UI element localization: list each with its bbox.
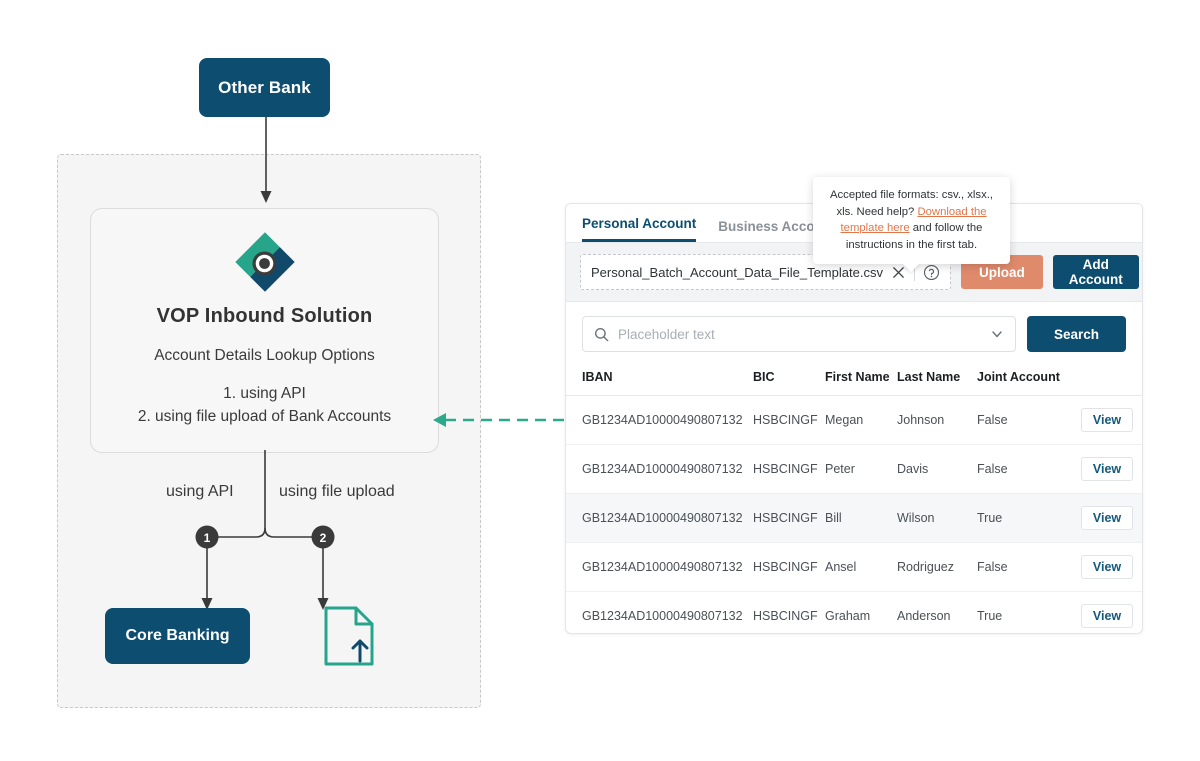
search-row: Placeholder text Search xyxy=(566,302,1142,362)
cell-first-name: Graham xyxy=(825,591,897,633)
vop-inbound-solution-card: VOP Inbound Solution Account Details Loo… xyxy=(90,208,439,453)
other-bank-label: Other Bank xyxy=(218,77,311,97)
svg-text:2: 2 xyxy=(320,531,327,545)
cell-bic: HSBCINGF xyxy=(753,493,825,543)
cell-actions: View xyxy=(1070,591,1142,633)
column-header-first-name: First Name xyxy=(825,362,897,396)
tooltip-tail xyxy=(902,263,920,272)
chevron-down-icon[interactable] xyxy=(990,327,1004,341)
cell-joint-account: True xyxy=(977,591,1070,633)
tooltip-line-1: Accepted file formats: csv., xlsx., xls. xyxy=(829,189,994,218)
cell-last-name: Wilson xyxy=(897,493,977,543)
question-circle-icon[interactable] xyxy=(923,264,940,281)
cell-actions: View xyxy=(1070,395,1142,445)
cell-actions: View xyxy=(1070,493,1142,543)
cell-iban: GB1234AD10000490807132 xyxy=(566,395,753,445)
cell-joint-account: False xyxy=(977,542,1070,592)
cell-last-name: Rodriguez xyxy=(897,542,977,592)
uploaded-file-name: Personal_Batch_Account_Data_File_Templat… xyxy=(591,264,883,280)
search-placeholder: Placeholder text xyxy=(618,326,715,342)
branch-label-file-upload: using file upload xyxy=(279,483,395,500)
download-template-link[interactable]: Download the template here xyxy=(840,205,987,235)
cell-actions: View xyxy=(1070,542,1142,592)
column-header-iban: IBAN xyxy=(566,362,753,396)
arrow-down-icon xyxy=(260,117,272,203)
view-button[interactable]: View xyxy=(1080,604,1134,628)
cell-bic: HSBCINGF xyxy=(753,395,825,445)
cell-iban: GB1234AD10000490807132 xyxy=(566,542,753,592)
search-input[interactable]: Placeholder text xyxy=(582,316,1016,352)
view-button[interactable]: View xyxy=(1080,408,1134,432)
column-header-last-name: Last Name xyxy=(897,362,977,396)
view-button[interactable]: View xyxy=(1080,457,1134,481)
vop-option-2: 2. using file upload of Bank Accounts xyxy=(137,408,392,425)
core-banking-label: Core Banking xyxy=(125,627,230,644)
other-bank-node: Other Bank xyxy=(199,58,330,117)
file-upload-icon xyxy=(324,606,374,666)
table-header-row: IBAN BIC First Name Last Name Joint Acco… xyxy=(566,362,1142,396)
cell-joint-account: False xyxy=(977,395,1070,445)
cell-first-name: Megan xyxy=(825,395,897,445)
tab-personal-account[interactable]: Personal Account xyxy=(582,216,697,242)
core-banking-node: Core Banking xyxy=(105,608,250,664)
tooltip-line-2-suffix: and follow the instructions in the first… xyxy=(845,222,983,251)
vop-subtitle: Account Details Lookup Options xyxy=(154,347,375,364)
cell-last-name: Johnson xyxy=(897,395,977,445)
cell-bic: HSBCINGF xyxy=(753,444,825,494)
cell-last-name: Davis xyxy=(897,444,977,494)
file-format-tooltip: Accepted file formats: csv., xlsx., xls.… xyxy=(813,177,1010,272)
divider xyxy=(913,263,915,281)
tooltip-line-2-prefix: Need help? xyxy=(856,205,915,218)
tab-business-account[interactable]: Business Account xyxy=(718,219,836,234)
cell-bic: HSBCINGF xyxy=(753,591,825,633)
cell-last-name: Anderson xyxy=(897,591,977,633)
search-icon xyxy=(594,327,609,341)
column-header-actions xyxy=(1070,362,1142,396)
column-header-bic: BIC xyxy=(753,362,825,396)
search-button[interactable]: Search xyxy=(1026,316,1126,352)
add-account-button[interactable]: Add Account xyxy=(1052,255,1139,289)
branch-connector: 1 2 xyxy=(195,450,335,610)
cell-iban: GB1234AD10000490807132 xyxy=(566,493,753,543)
cell-actions: View xyxy=(1070,444,1142,494)
cell-first-name: Peter xyxy=(825,444,897,494)
view-button[interactable]: View xyxy=(1080,506,1134,530)
company-logo-icon xyxy=(234,231,296,293)
cell-first-name: Ansel xyxy=(825,542,897,592)
cell-joint-account: False xyxy=(977,444,1070,494)
dashed-arrow-left-icon xyxy=(433,413,582,427)
accounts-table: IBAN BIC First Name Last Name Joint Acco… xyxy=(566,362,1142,633)
cell-iban: GB1234AD10000490807132 xyxy=(566,444,753,494)
column-header-joint-account: Joint Account xyxy=(977,362,1070,396)
vop-option-1: 1. using API xyxy=(223,385,306,402)
accounts-panel: Personal Account Business Account Person… xyxy=(565,203,1143,634)
cell-iban: GB1234AD10000490807132 xyxy=(566,591,753,633)
branch-label-api: using API xyxy=(166,483,234,500)
view-button[interactable]: View xyxy=(1080,555,1134,579)
cell-bic: HSBCINGF xyxy=(753,542,825,592)
cell-joint-account: True xyxy=(977,493,1070,543)
cell-first-name: Bill xyxy=(825,493,897,543)
vop-title: VOP Inbound Solution xyxy=(156,305,373,327)
close-icon[interactable] xyxy=(891,265,906,280)
svg-text:1: 1 xyxy=(204,531,211,545)
